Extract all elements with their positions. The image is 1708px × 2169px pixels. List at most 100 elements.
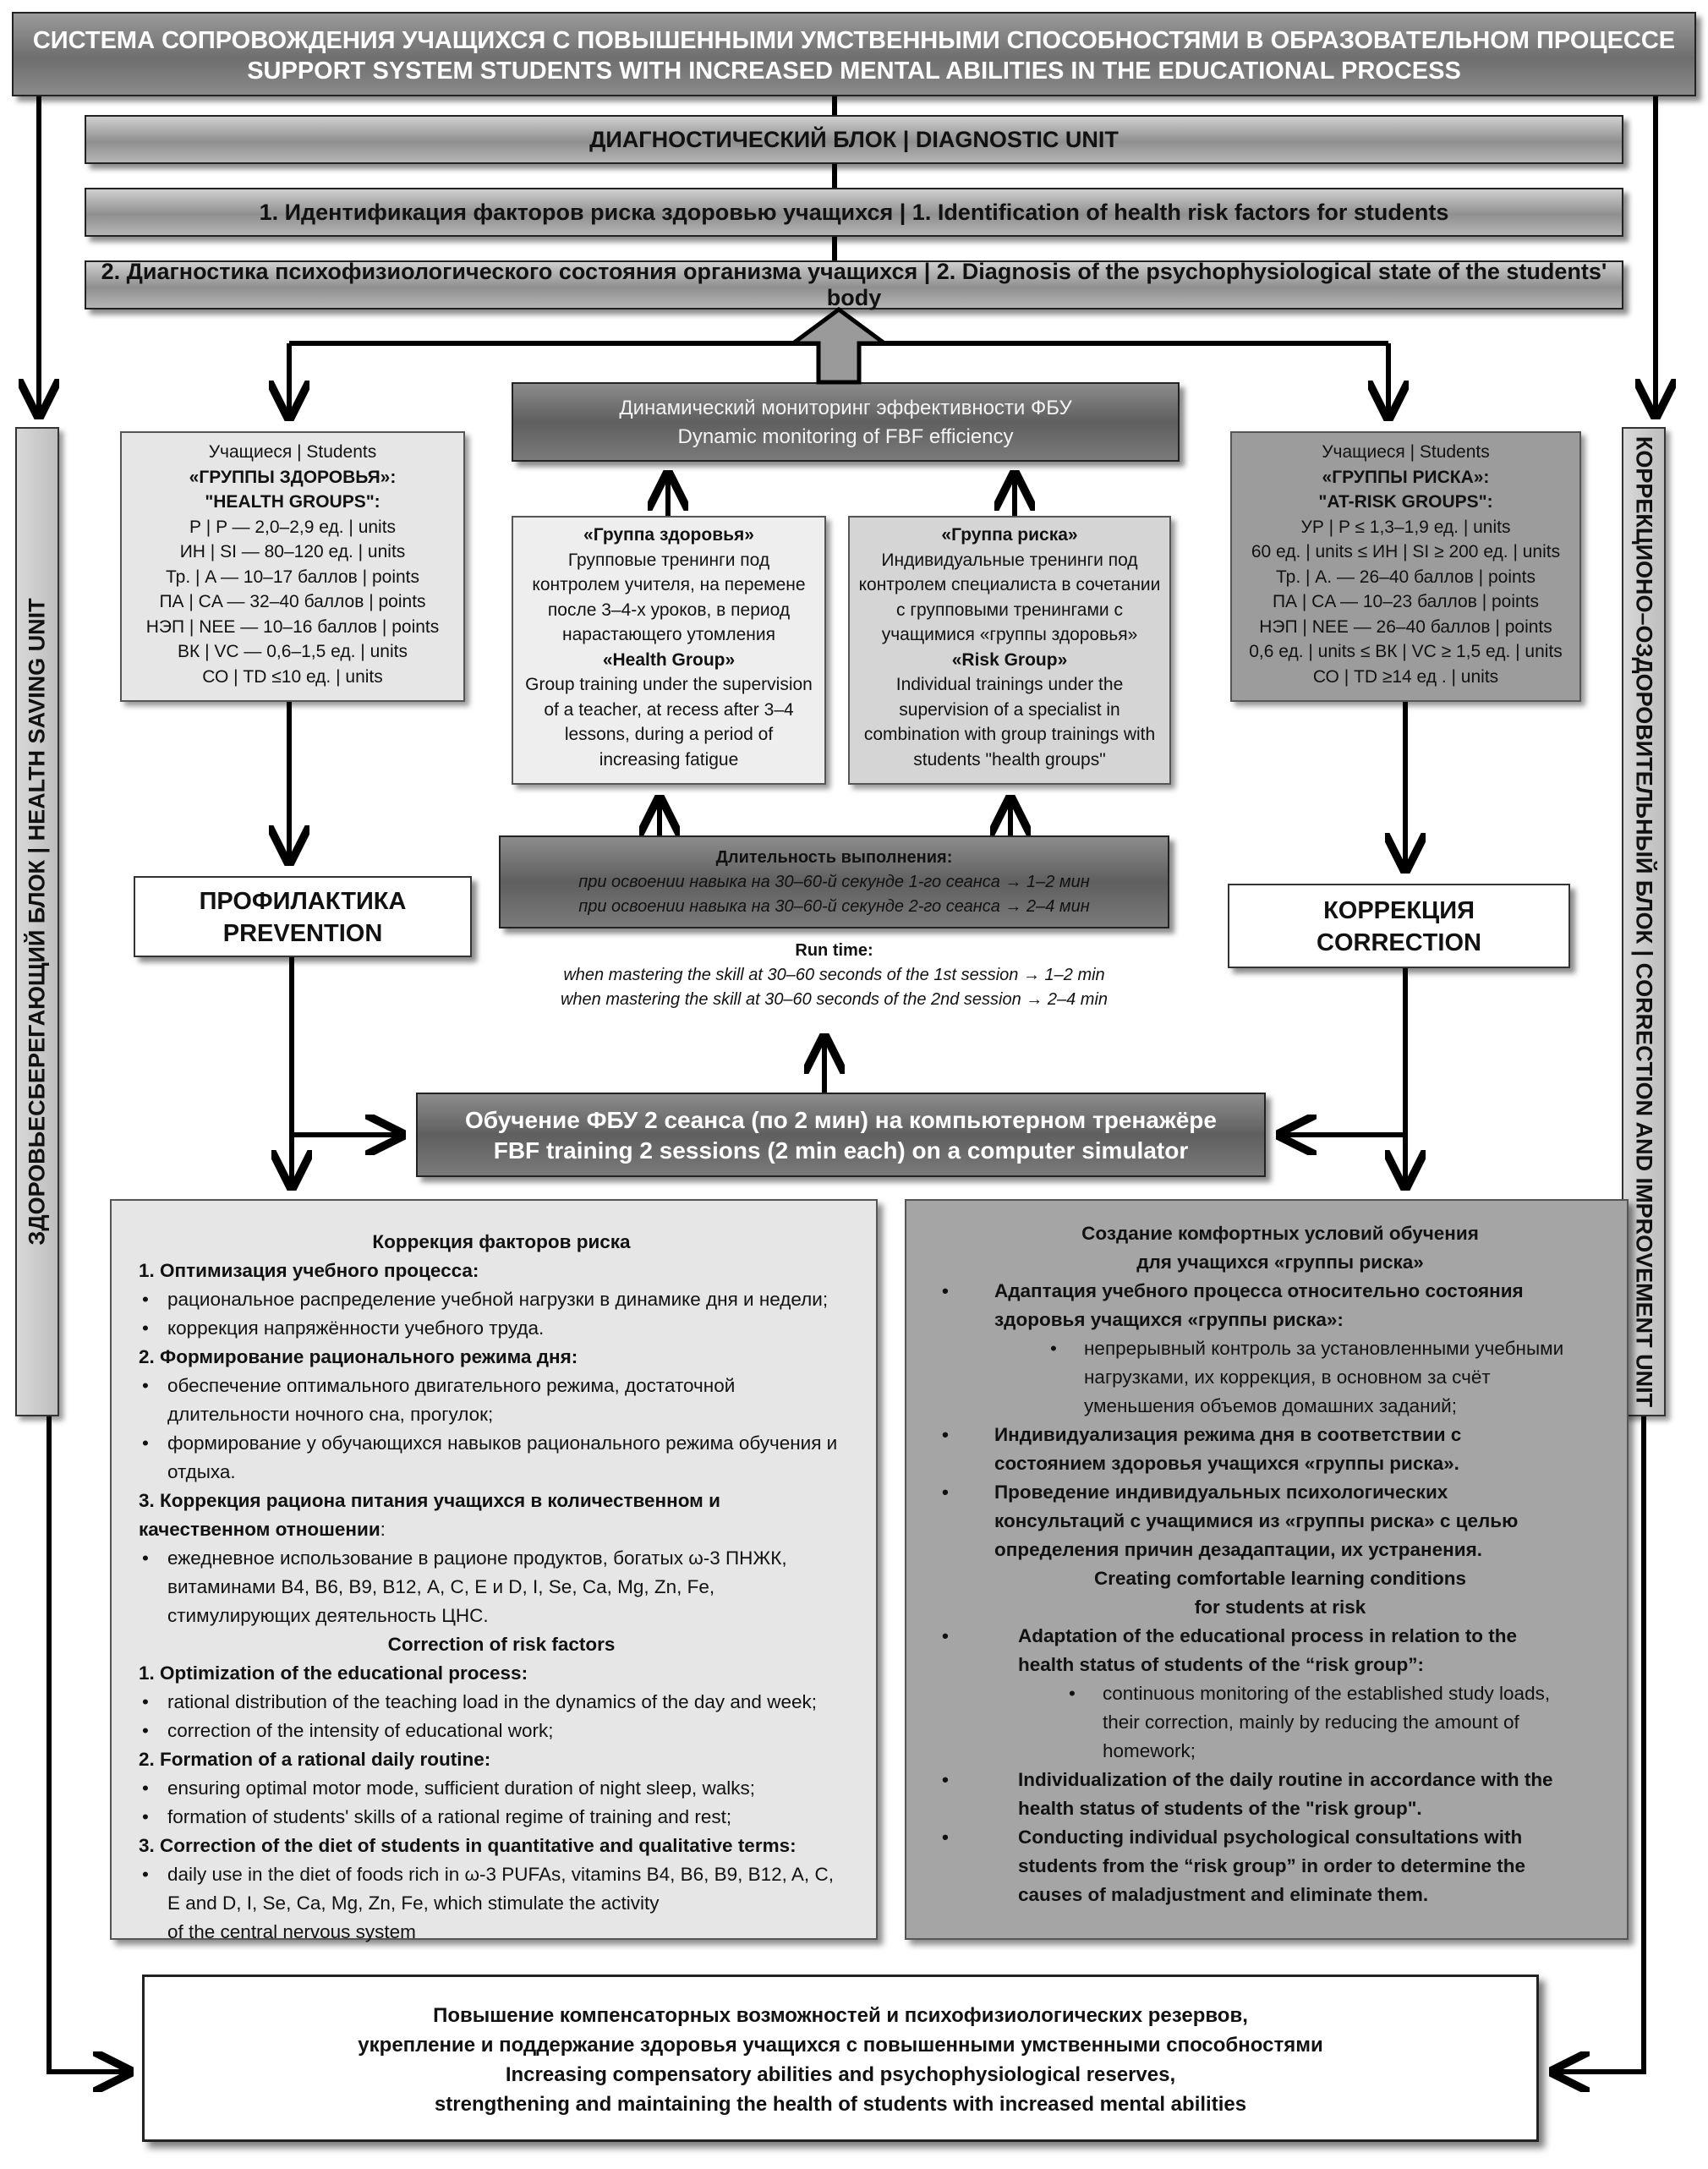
- fbf-training-box: Обучение ФБУ 2 сеанса (по 2 мин) на комп…: [416, 1093, 1266, 1177]
- health-group-training-line: of a teacher, at recess after 3–4: [544, 699, 794, 720]
- comfort-sub-bullet-en: continuous monitoring of the established…: [942, 1679, 1618, 1708]
- risk-group-training-box: «Группа риска» Индивидуальные тренинги п…: [848, 516, 1171, 785]
- comfort-bullet-en: Adaptation of the educational process in…: [942, 1622, 1618, 1651]
- comfort-bullet-cont: состоянием здоровья учащихся «группы рис…: [994, 1453, 1459, 1474]
- comfort-title-en: Creating comfortable learning conditions: [1093, 1568, 1467, 1589]
- diagnostic-unit-bar: ДИАГНОСТИЧЕСКИЙ БЛОК | DIAGNOSTIC UNIT: [85, 115, 1623, 164]
- risk-group-training-title: «Группа риска»: [941, 525, 1078, 545]
- comfort-bullet-en-cont: students from the “risk group” in order …: [1018, 1855, 1526, 1876]
- comfort-sub-bullet-cont: уменьшения объемов домашних заданий;: [1084, 1395, 1457, 1416]
- health-group-training-title: «Группа здоровья»: [583, 525, 754, 545]
- duration-box: Длительность выполнения: при освоении на…: [499, 835, 1169, 928]
- risk-factors-bullet: correction of the intensity of education…: [139, 1717, 864, 1745]
- comfort-bullet: Адаптация учебного процесса относительно…: [942, 1277, 1618, 1306]
- outcome-line: strengthening and maintaining the health…: [434, 2093, 1247, 2116]
- outcome-line: Повышение компенсаторных возможностей и …: [433, 2004, 1248, 2027]
- health-saving-unit: ЗДОРОВЬЕСБЕРЕГАЮЩИЙ БЛОК | HEALTH SAVING…: [15, 427, 59, 1416]
- comfort-bullet: Индивидуализация режима дня в соответств…: [942, 1421, 1618, 1449]
- risk-groups-line: Тр. | A. — 26–40 баллов | points: [1276, 567, 1536, 587]
- health-groups-heading-en: "HEALTH GROUPS":: [205, 492, 380, 512]
- risk-factors-box: Коррекция факторов риска 1. Оптимизация …: [110, 1199, 878, 1942]
- diagnostic-step-1-label: 1. Идентификация факторов риска здоровью…: [259, 199, 1449, 225]
- diagnostic-step-1-bar: 1. Идентификация факторов риска здоровью…: [85, 188, 1623, 237]
- correction-improvement-unit: КОРРЕКЦИОНО–ОЗДОРОВИТЕЛЬНЫЙ БЛОК | CORRE…: [1622, 427, 1666, 1416]
- risk-group-training-line: с групповыми тренингами с: [896, 600, 1123, 620]
- duration-title: Длительность выполнения:: [715, 848, 953, 867]
- health-groups-line: Р | P — 2,0–2,9 ед. | units: [189, 517, 397, 537]
- prevention-box: ПРОФИЛАКТИКА PREVENTION: [134, 876, 472, 957]
- correction-ru: КОРРЕКЦИЯ: [1323, 897, 1475, 924]
- duration-line-2: при освоении навыка на 30–60-й секунде 2…: [578, 897, 1090, 916]
- fbf-training-ru: Обучение ФБУ 2 сеанса (по 2 мин) на комп…: [465, 1107, 1217, 1133]
- risk-factors-heading: 3. Correction of the diet of students in…: [139, 1835, 797, 1856]
- risk-factors-title: Коррекция факторов риска: [372, 1231, 631, 1252]
- risk-groups-heading: «ГРУППЫ РИСКА»:: [1322, 467, 1490, 487]
- comfort-bullet-en-cont: causes of maladjustment and eliminate th…: [1018, 1884, 1429, 1905]
- diagnostic-step-2-bar: 2. Диагностика психофизиологического сос…: [85, 259, 1623, 310]
- risk-groups-line: 0,6 ед. | units ≤ ВК | VC ≥ 1,5 ед. | un…: [1249, 642, 1563, 661]
- risk-group-training-line: Individual trainings under the: [895, 675, 1124, 694]
- health-groups-heading: «ГРУППЫ ЗДОРОВЬЯ»:: [189, 467, 397, 487]
- health-groups-line: ПА | CA — 32–40 баллов | points: [159, 592, 426, 611]
- risk-factors-heading: 2. Formation of a rational daily routine…: [139, 1749, 491, 1770]
- dynamic-monitoring-box: Динамический мониторинг эффективности ФБ…: [512, 382, 1180, 462]
- comfort-conditions-box: Создание комфортных условий обучения для…: [905, 1199, 1629, 1940]
- runtime-text: Run time: when mastering the skill at 30…: [499, 939, 1169, 1023]
- comfort-sub-bullet-cont: нагрузками, их коррекция, в основном за …: [1084, 1367, 1491, 1388]
- risk-groups-heading-en: "AT-RISK GROUPS":: [1318, 492, 1493, 512]
- diagram-title-ru: СИСТЕМА СОПРОВОЖДЕНИЯ УЧАЩИХСЯ С ПОВЫШЕН…: [32, 27, 1676, 54]
- comfort-bullet-en: Conducting individual psychological cons…: [942, 1823, 1618, 1852]
- health-groups-line: Тр. | A — 10–17 баллов | points: [166, 567, 419, 587]
- risk-factors-bullet: формирование у обучающихся навыков рацио…: [139, 1429, 864, 1458]
- dynamic-monitoring-en: Dynamic monitoring of FBF efficiency: [677, 425, 1014, 448]
- risk-groups-line: СО | TD ≥14 ед . | units: [1312, 666, 1499, 687]
- risk-group-training-line: students "health groups": [913, 749, 1106, 770]
- risk-factors-bullet: рациональное распределение учебной нагру…: [139, 1285, 864, 1314]
- risk-factors-heading: 3. Коррекция рациона питания учащихся в …: [139, 1490, 720, 1511]
- health-groups-line: ВК | VC — 0,6–1,5 ед. | units: [178, 642, 408, 661]
- risk-factors-heading: 2. Формирование рационального режима дня…: [139, 1346, 578, 1367]
- health-group-training-line: lessons, during a period of: [564, 725, 774, 744]
- risk-groups-box: Учащиеся | Students «ГРУППЫ РИСКА»: "AT-…: [1230, 431, 1581, 702]
- risk-group-training-line: контролем специалиста в сочетании: [858, 575, 1161, 594]
- risk-group-training-line: Индивидуальные тренинги под: [881, 550, 1138, 570]
- outcome-line: Increasing compensatory abilities and ps…: [505, 2063, 1176, 2086]
- runtime-title: Run time:: [795, 941, 873, 960]
- comfort-bullet-en-cont: health status of students of the "risk g…: [1018, 1798, 1422, 1819]
- risk-factors-bullet: ensuring optimal motor mode, sufficient …: [139, 1774, 864, 1803]
- arrow-left-unit-to-outcome: [47, 1416, 129, 2072]
- comfort-bullet-cont: консультаций с учащимися из «группы риск…: [994, 1510, 1519, 1531]
- health-group-training-line: после 3–4-х уроков, в период: [547, 600, 791, 620]
- risk-group-training-title-en: «Risk Group»: [951, 649, 1068, 670]
- prevention-ru: ПРОФИЛАКТИКА: [199, 888, 407, 915]
- feedback-arrow-monitoring-to-diagnosis: [786, 306, 891, 385]
- risk-groups-line: ПА | CA — 10–23 баллов | points: [1272, 592, 1540, 611]
- health-group-training-line: контролем учителя, на перемене: [532, 575, 806, 594]
- risk-factors-bullet-cont: E and D, I, Se, Ca, Mg, Zn, Fe, which st…: [167, 1892, 660, 1914]
- dynamic-monitoring-ru: Динамический мониторинг эффективности ФБ…: [619, 397, 1072, 419]
- comfort-bullet-en-cont: health status of students of the “risk g…: [1018, 1654, 1425, 1675]
- risk-group-training-line: supervision of a specialist in: [899, 699, 1120, 720]
- comfort-sub-bullet-en-cont: homework;: [1103, 1740, 1196, 1761]
- diagnostic-step-2-label: 2. Диагностика психофизиологического сос…: [101, 259, 1607, 310]
- comfort-sub-bullet: непрерывный контроль за установленными у…: [942, 1334, 1618, 1363]
- correction-en: CORRECTION: [1317, 929, 1481, 956]
- risk-factors-heading: 1. Оптимизация учебного процесса:: [139, 1260, 479, 1281]
- risk-group-training-line: combination with group trainings with: [863, 725, 1156, 744]
- arrow-right-unit-to-outcome: [1554, 1416, 1646, 2072]
- risk-factors-bullet-cont: стимулирующих деятельность ЦНС.: [167, 1605, 489, 1626]
- health-group-training-line: Групповые тренинги под: [567, 550, 770, 570]
- comfort-title: Создание комфортных условий обучения: [1081, 1223, 1479, 1244]
- health-groups-line: СО | TD ≤10 ед. | units: [202, 666, 383, 687]
- risk-group-training-line: учащимися «группы здоровья»: [881, 625, 1138, 644]
- risk-factors-title-en: Correction of risk factors: [387, 1634, 616, 1655]
- diagnostic-unit-label: ДИАГНОСТИЧЕСКИЙ БЛОК | DIAGNOSTIC UNIT: [589, 126, 1119, 152]
- diagram-title-en: SUPPORT SYSTEM STUDENTS WITH INCREASED M…: [247, 58, 1461, 85]
- health-group-training-line: нарастающего утомления: [561, 625, 775, 644]
- comfort-bullet-cont: определения причин дезадаптации, их устр…: [994, 1539, 1482, 1560]
- risk-factors-bullet-cont: витаминами В4, В6, В9, В12, А, С, Е и D,…: [167, 1576, 715, 1597]
- comfort-bullet-en: Individualization of the daily routine i…: [942, 1766, 1618, 1794]
- health-group-training-line: Group training under the supervision: [525, 675, 813, 694]
- health-groups-box: Учащиеся | Students «ГРУППЫ ЗДОРОВЬЯ»: "…: [120, 431, 465, 702]
